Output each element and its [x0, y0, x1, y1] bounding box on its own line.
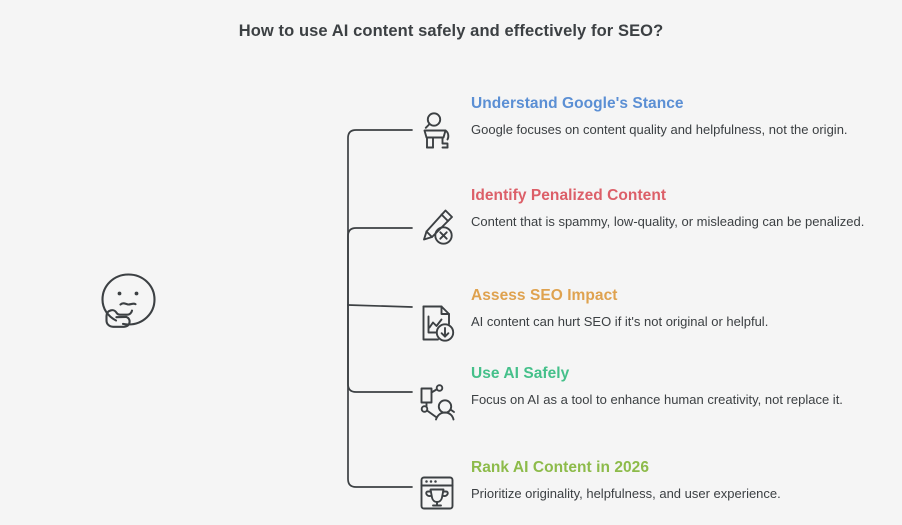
branch-description: Content that is spammy, low-quality, or … — [471, 214, 865, 229]
branch-description: AI content can hurt SEO if it's not orig… — [471, 314, 769, 329]
branch-text: Use AI Safely Focus on AI as a tool to e… — [471, 364, 871, 410]
connector-branch-2 — [347, 304, 413, 308]
thinking-face-icon — [96, 268, 162, 334]
document-chart-download-icon — [414, 300, 460, 346]
browser-trophy-icon — [414, 470, 460, 516]
root-node — [96, 268, 162, 334]
branch-description: Google focuses on content quality and he… — [471, 122, 848, 137]
page-title: How to use AI content safely and effecti… — [238, 22, 664, 40]
connector-branch-0 — [347, 129, 413, 306]
connector-branch-1 — [347, 227, 413, 306]
branch-heading: Rank AI Content in 2026 — [471, 459, 649, 476]
robot-arm-person-icon — [414, 380, 460, 426]
branch-text: Rank AI Content in 2026 Prioritize origi… — [471, 458, 871, 504]
branch-heading: Use AI Safely — [471, 365, 570, 382]
branch-heading: Understand Google's Stance — [471, 95, 684, 112]
connector-branch-3 — [347, 304, 413, 393]
connector-branch-4 — [347, 304, 413, 488]
pencil-error-icon — [414, 204, 460, 250]
branch-description: Prioritize originality, helpfulness, and… — [471, 486, 781, 501]
branch-heading: Assess SEO Impact — [471, 287, 618, 304]
branch-heading: Identify Penalized Content — [471, 187, 667, 204]
branch-text: Assess SEO Impact AI content can hurt SE… — [471, 286, 871, 332]
branch-text: Identify Penalized Content Content that … — [471, 186, 871, 232]
branch-description: Focus on AI as a tool to enhance human c… — [471, 392, 843, 407]
branch-text: Understand Google's Stance Google focuse… — [471, 94, 871, 140]
person-search-icon — [414, 108, 460, 154]
